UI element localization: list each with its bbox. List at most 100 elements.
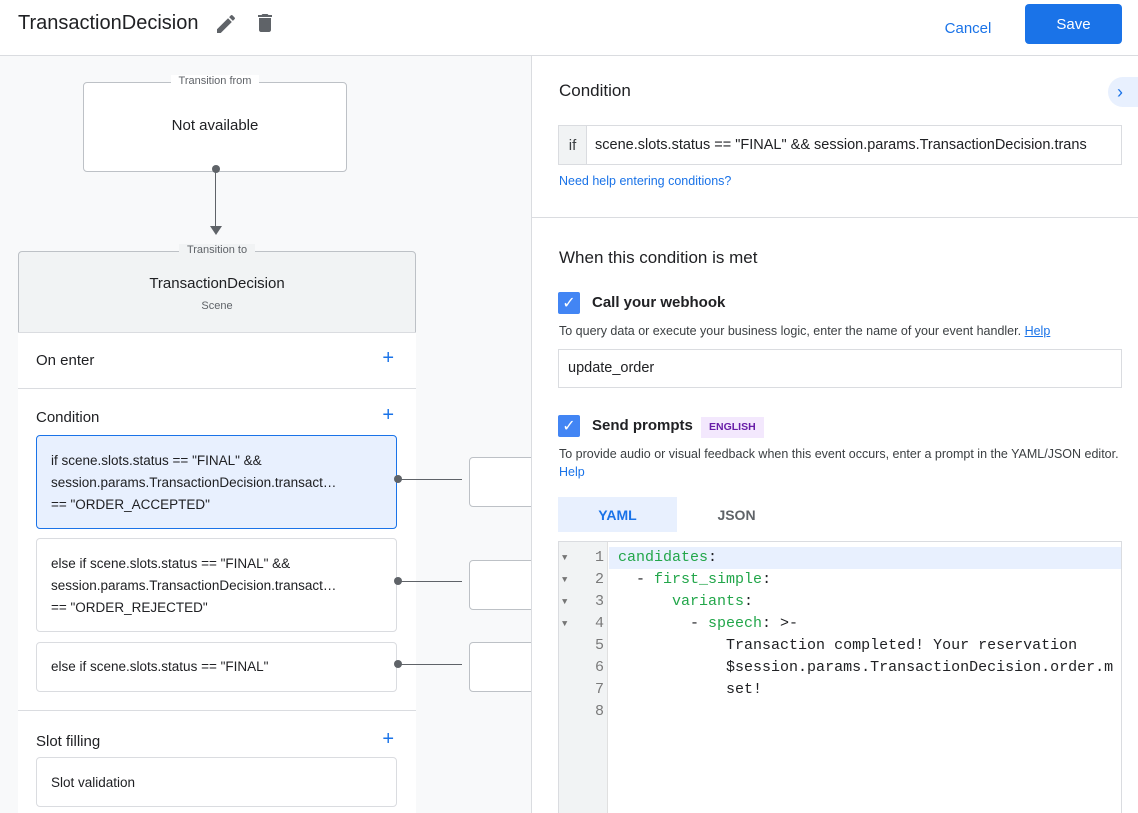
tab-yaml[interactable]: YAML	[558, 497, 677, 532]
indent	[618, 593, 672, 610]
webhook-help-link[interactable]: Help	[1024, 324, 1051, 338]
connector-line	[215, 170, 216, 226]
yaml-key: first_simple	[654, 571, 763, 588]
webhook-input[interactable]: update_order	[558, 349, 1122, 388]
connector-line	[398, 479, 462, 480]
code-line: - first_simple:	[609, 569, 1121, 591]
condition-text: else if scene.slots.status == "FINAL"	[51, 659, 269, 674]
condition-text: == "ORDER_ACCEPTED"	[51, 497, 210, 512]
condition-card[interactable]: else if scene.slots.status == "FINAL"	[36, 642, 397, 692]
trash-icon[interactable]	[253, 11, 277, 35]
code-line: variants:	[609, 591, 1121, 613]
page-title: TransactionDecision	[18, 12, 199, 34]
add-on-enter-button[interactable]: +	[382, 347, 394, 369]
pencil-icon[interactable]	[214, 12, 238, 36]
language-badge: ENGLISH	[701, 417, 764, 438]
help-conditions-link[interactable]: Need help entering conditions?	[559, 174, 732, 188]
add-condition-button[interactable]: +	[382, 404, 394, 426]
if-label: if	[559, 126, 587, 164]
fold-arrow-icon[interactable]: ▼	[562, 597, 568, 607]
condition-text: session.params.TransactionDecision.trans…	[51, 578, 337, 593]
header: TransactionDecision Cancel Save	[0, 0, 1138, 56]
connector-dot	[212, 165, 220, 173]
condition-label: Condition	[36, 409, 100, 426]
flow-canvas: Transition from Not available Transition…	[0, 56, 532, 813]
yaml-key: variants	[672, 593, 745, 610]
condition-input[interactable]: if scene.slots.status == "FINAL" && sess…	[558, 125, 1122, 165]
line-number: 1	[594, 549, 604, 566]
yaml-value: :	[708, 549, 718, 566]
chevron-right-icon[interactable]: ›	[1108, 77, 1138, 107]
yaml-value: $session.params.TransactionDecision.orde…	[726, 659, 1114, 676]
fold-arrow-icon[interactable]: ▼	[562, 619, 568, 629]
save-button[interactable]: Save	[1025, 4, 1122, 44]
code-line	[609, 701, 1121, 723]
connector-line	[398, 581, 462, 582]
webhook-hint: To query data or execute your business l…	[559, 324, 1022, 338]
condition-card[interactable]: if scene.slots.status == "FINAL" && sess…	[36, 435, 397, 529]
met-title: When this condition is met	[559, 248, 758, 267]
webhook-checkbox[interactable]: ✓	[558, 292, 580, 314]
fold-arrow-icon[interactable]: ▼	[562, 553, 568, 563]
condition-card[interactable]: else if scene.slots.status == "FINAL" &&…	[36, 538, 397, 632]
prompts-hint: To provide audio or visual feedback when…	[559, 447, 1119, 461]
code-line: $session.params.TransactionDecision.orde…	[609, 657, 1121, 679]
yaml-value: : >-	[762, 615, 799, 632]
webhook-label: Call your webhook	[592, 294, 726, 311]
add-slot-button[interactable]: +	[382, 728, 394, 750]
line-number: 8	[594, 703, 604, 720]
line-number: 6	[594, 659, 604, 676]
line-number: 7	[594, 681, 604, 698]
line-number: 2	[594, 571, 604, 588]
condition-text: == "ORDER_REJECTED"	[51, 600, 208, 615]
scene-name: TransactionDecision	[149, 275, 285, 292]
line-number: 4	[594, 615, 604, 632]
fold-arrow-icon[interactable]: ▼	[562, 575, 568, 585]
connector-line	[398, 664, 462, 665]
indent	[618, 637, 726, 654]
code-line: set!	[609, 679, 1121, 701]
transition-target-box[interactable]	[469, 457, 531, 507]
transition-from-value: Not available	[171, 117, 259, 134]
condition-text: else if scene.slots.status == "FINAL" &&	[51, 556, 291, 571]
indent: -	[618, 615, 709, 632]
on-enter-label: On enter	[36, 352, 95, 369]
slot-validation-card[interactable]: Slot validation	[36, 757, 397, 807]
line-number: 3	[594, 593, 604, 610]
scene-type: Scene	[201, 300, 233, 312]
prompts-help-link[interactable]: Help	[559, 465, 585, 479]
yaml-value: Transaction completed! Your reservation	[726, 637, 1078, 654]
editor-gutter: 1 ▼ 2 ▼ 3 ▼ 4 ▼ 5 6 7 8	[559, 542, 608, 813]
tab-json[interactable]: JSON	[717, 506, 756, 523]
arrow-down-icon	[210, 226, 222, 235]
slot-validation-label: Slot validation	[51, 775, 136, 790]
indent	[618, 681, 726, 698]
yaml-key: speech	[708, 615, 763, 632]
divider	[532, 217, 1138, 218]
yaml-value: set!	[726, 681, 763, 698]
condition-text: session.params.TransactionDecision.trans…	[51, 475, 337, 490]
transition-from-legend: Transition from	[170, 75, 260, 87]
transition-target-box[interactable]	[469, 560, 531, 610]
code-line: - speech: >-	[609, 613, 1121, 635]
transition-from-box: Transition from Not available	[83, 75, 347, 172]
prompts-label: Send prompts	[592, 417, 693, 434]
condition-value[interactable]: scene.slots.status == "FINAL" && session…	[595, 137, 1087, 153]
code-line: Transaction completed! Your reservation	[609, 635, 1121, 657]
code-line: candidates:	[609, 547, 1121, 569]
yaml-key: candidates	[618, 549, 709, 566]
condition-text: if scene.slots.status == "FINAL" &&	[51, 453, 262, 468]
indent: -	[618, 571, 655, 588]
cancel-button[interactable]: Cancel	[944, 19, 992, 37]
indent	[618, 659, 726, 676]
prompts-checkbox[interactable]: ✓	[558, 415, 580, 437]
condition-title: Condition	[559, 81, 631, 100]
transition-target-box[interactable]	[469, 642, 531, 692]
line-number: 5	[594, 637, 604, 654]
transition-to-legend: Transition to	[178, 244, 256, 256]
yaml-value: :	[744, 593, 754, 610]
on-enter-section: On enter +	[18, 332, 416, 388]
slot-filling-label: Slot filling	[36, 733, 101, 750]
yaml-value: :	[762, 571, 772, 588]
code-editor[interactable]: 1 ▼ 2 ▼ 3 ▼ 4 ▼ 5 6 7 8 candidates: - first_simple:…	[558, 541, 1122, 813]
